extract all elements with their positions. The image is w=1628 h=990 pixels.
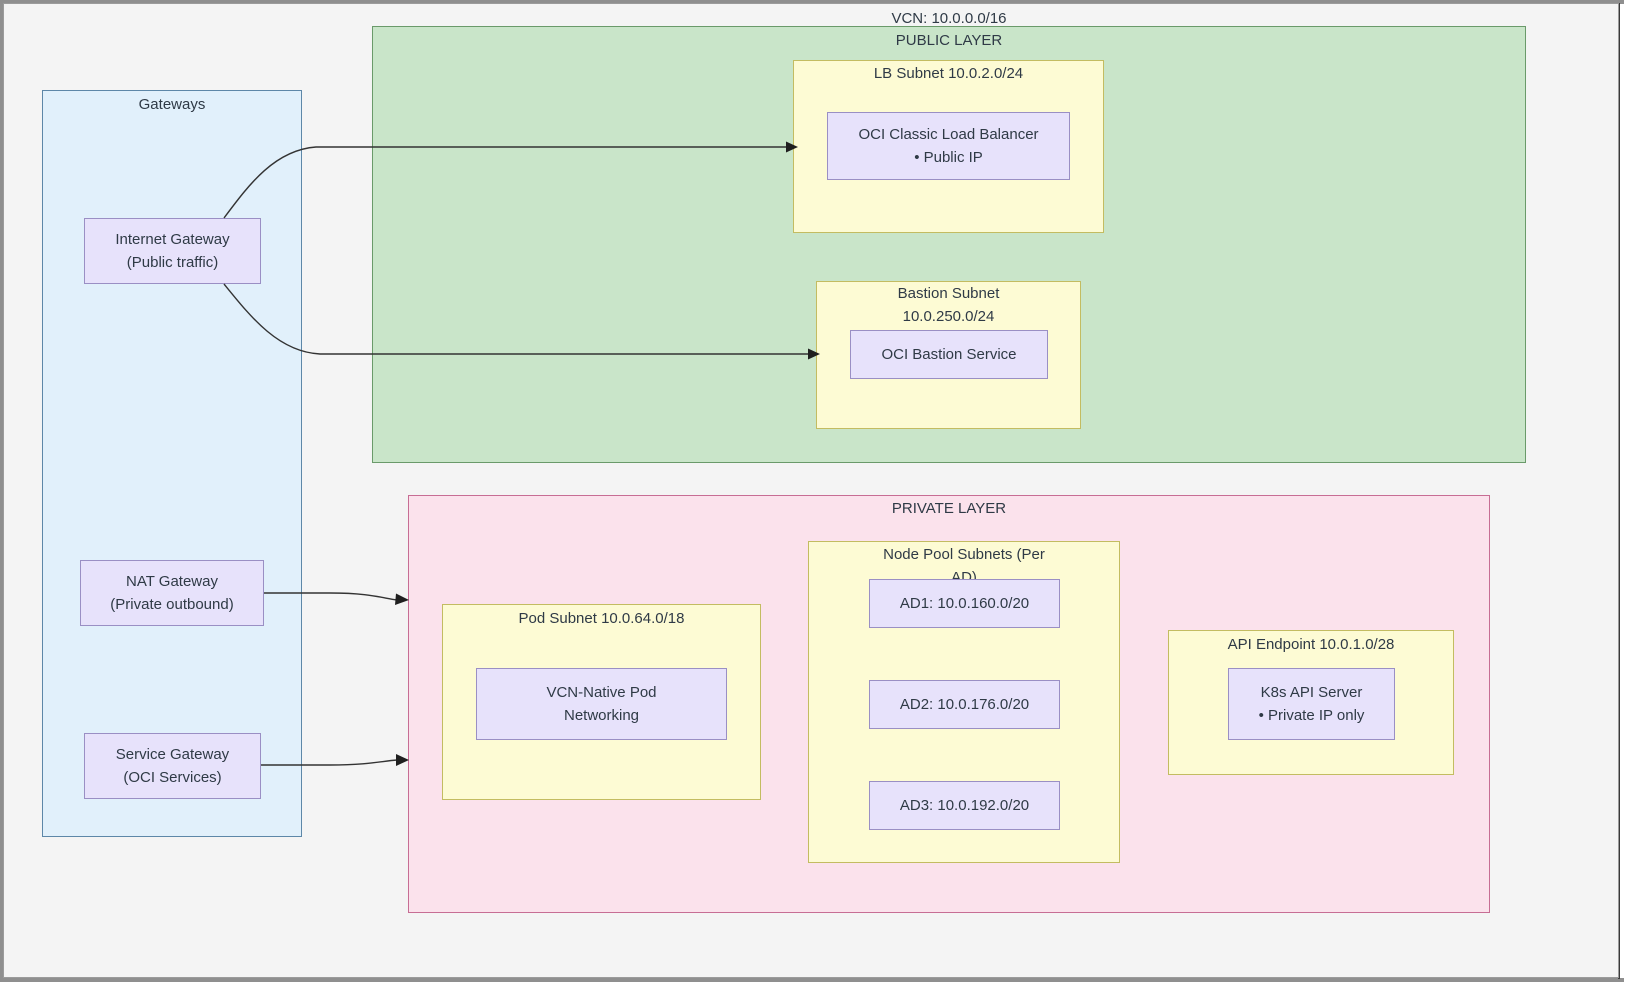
service-gateway-line1: Service Gateway: [115, 746, 230, 763]
vcn-native-pod-networking-node[interactable]: VCN-Native Pod Networking: [476, 668, 727, 740]
service-gateway-node[interactable]: Service Gateway (OCI Services): [84, 733, 261, 799]
bastion-subnet-title-line2: 10.0.250.0/24: [902, 308, 995, 325]
service-gateway-line2: (OCI Services): [123, 769, 222, 786]
bastion-node-line1: OCI Bastion Service: [881, 346, 1017, 363]
lb-subnet-title: LB Subnet 10.0.2.0/24: [873, 65, 1024, 82]
nat-gateway-node[interactable]: NAT Gateway (Private outbound): [80, 560, 264, 626]
node-pool-subnets-title-line1: Node Pool Subnets (Per: [883, 546, 1045, 563]
frame-shadow-left: [0, 0, 4, 982]
nat-gateway-line2: (Private outbound): [110, 596, 234, 613]
node-pool-ad2-label: AD2: 10.0.176.0/20: [899, 696, 1030, 713]
oci-bastion-service-node[interactable]: OCI Bastion Service: [850, 330, 1048, 379]
api-endpoint-title: API Endpoint 10.0.1.0/28: [1227, 636, 1395, 653]
node-pool-ad3-label: AD3: 10.0.192.0/20: [899, 797, 1030, 814]
internet-gateway-line2: (Public traffic): [126, 254, 219, 271]
node-pool-ad1-label: AD1: 10.0.160.0/20: [899, 595, 1030, 612]
vcn-label: VCN: 10.0.0.0/16: [891, 10, 1007, 27]
frame-edge-right: [1618, 3, 1620, 979]
frame-shadow-bottom: [0, 978, 1624, 982]
nat-gateway-line1: NAT Gateway: [126, 573, 218, 590]
gateways-container: Gateways: [42, 90, 302, 837]
oci-classic-load-balancer-node[interactable]: OCI Classic Load Balancer • Public IP: [827, 112, 1070, 180]
node-pool-ad3-node[interactable]: AD3: 10.0.192.0/20: [869, 781, 1060, 830]
api-node-line2: • Private IP only: [1258, 707, 1365, 724]
node-pool-ad2-node[interactable]: AD2: 10.0.176.0/20: [869, 680, 1060, 729]
internet-gateway-node[interactable]: Internet Gateway (Public traffic): [84, 218, 261, 284]
lb-node-line1: OCI Classic Load Balancer: [858, 126, 1039, 143]
pod-subnet-title: Pod Subnet 10.0.64.0/18: [518, 610, 685, 627]
private-layer-title: PRIVATE LAYER: [891, 500, 1007, 517]
frame-shadow-top: [0, 0, 1624, 4]
api-node-line1: K8s API Server: [1260, 684, 1363, 701]
node-pool-ad1-node[interactable]: AD1: 10.0.160.0/20: [869, 579, 1060, 628]
k8s-api-server-node[interactable]: K8s API Server • Private IP only: [1228, 668, 1395, 740]
public-layer-title: PUBLIC LAYER: [895, 32, 1003, 49]
pod-node-line1: VCN-Native Pod: [546, 684, 657, 701]
internet-gateway-line1: Internet Gateway: [115, 231, 230, 248]
pod-node-line2: Networking: [563, 707, 640, 724]
gateways-title: Gateways: [138, 96, 206, 113]
bastion-subnet-title-line1: Bastion Subnet: [897, 285, 1000, 302]
lb-node-line2: • Public IP: [914, 149, 983, 166]
